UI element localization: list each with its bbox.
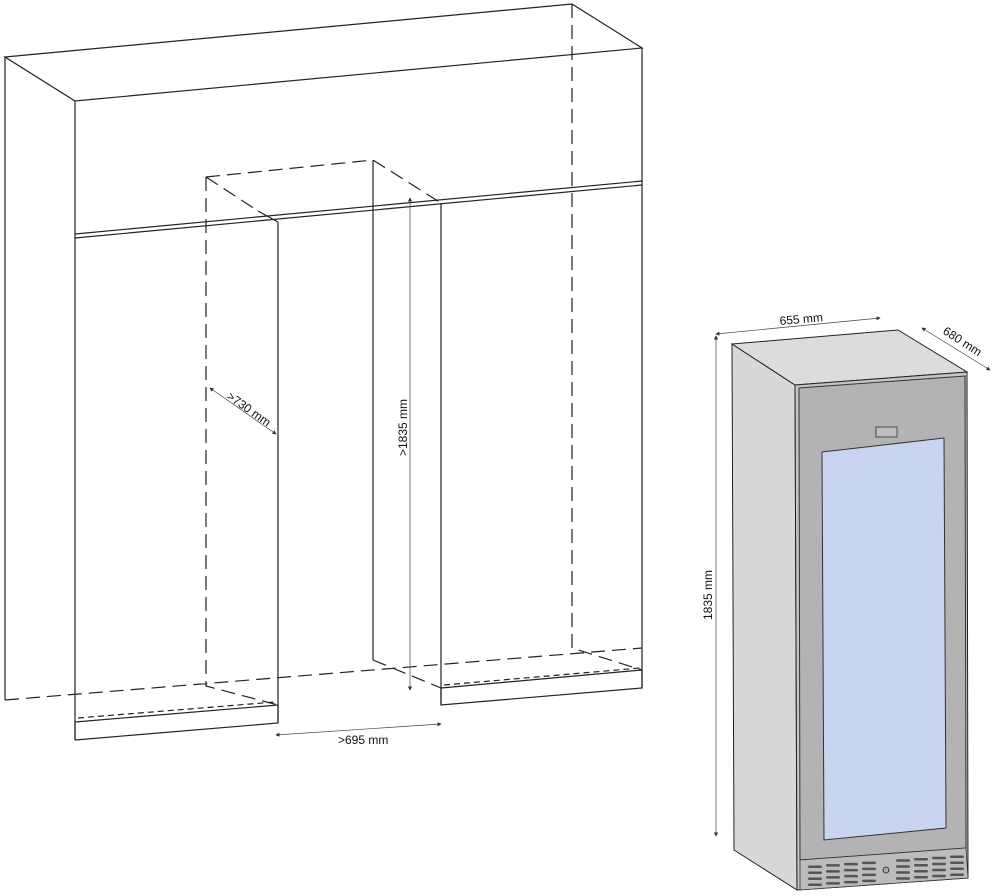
grille-slot — [950, 861, 964, 864]
grille-slot — [932, 856, 946, 860]
appliance-width-label: 655 mm — [779, 310, 823, 328]
grille-slot — [950, 867, 964, 870]
grille-slot — [932, 862, 946, 866]
grille-slots — [808, 855, 964, 886]
width-label: >695 mm — [338, 733, 388, 747]
grille-slot — [862, 879, 876, 883]
grille-slot — [862, 867, 876, 871]
grille-slot — [844, 868, 858, 872]
grille-slot — [896, 859, 910, 862]
plinth-line-right — [443, 667, 641, 686]
grille-slot — [826, 864, 840, 867]
grille-slot — [932, 874, 946, 878]
grille-slot — [826, 870, 840, 873]
grille-slot — [844, 880, 858, 884]
cabinet-rail — [74, 180, 643, 239]
built-in-cabinet — [3, 3, 644, 741]
grille-slot — [896, 871, 910, 874]
grille-slot — [826, 882, 840, 885]
appliance-height-label: 1835 mm — [701, 570, 715, 620]
grille-slot — [896, 865, 910, 868]
grille-slot — [808, 883, 822, 886]
grille-slot — [950, 873, 964, 876]
right-plinth — [440, 669, 643, 706]
lock-icon — [882, 866, 890, 874]
grille-slot — [844, 874, 858, 878]
appliance-depth-label: 680 mm — [940, 324, 984, 359]
door-glass — [821, 437, 947, 841]
cooler-side — [731, 343, 798, 891]
plinth-line — [77, 701, 276, 719]
niche-dimension-height: >1835 mm — [396, 197, 413, 691]
appliance-dimension-height: 1835 mm — [701, 335, 719, 837]
left-panel-top — [257, 210, 279, 223]
grille-slot — [826, 876, 840, 879]
grille-slot — [896, 877, 910, 880]
niche-dimension-depth: >730 mm — [209, 387, 277, 435]
grille-slot — [932, 868, 946, 872]
left-plinth — [74, 704, 279, 741]
grille-slot — [914, 870, 928, 873]
niche-dimension-width: >695 mm — [275, 722, 442, 747]
grille-slot — [844, 862, 858, 866]
cabinet-top — [3, 3, 644, 102]
depth-label: >730 mm — [224, 389, 273, 429]
grille-slot — [862, 861, 876, 865]
display-panel — [875, 426, 898, 438]
height-label: >1835 mm — [396, 399, 410, 456]
grille-slot — [808, 871, 822, 874]
grille-slot — [808, 865, 822, 868]
hidden-lines — [4, 4, 643, 706]
grille-slot — [808, 877, 822, 880]
grille-slot — [914, 876, 928, 879]
wine-cooler — [730, 329, 969, 891]
grille-slot — [914, 864, 928, 867]
grille-slot — [914, 858, 928, 861]
grille-slot — [950, 855, 964, 858]
appliance-dimension-width: 655 mm — [715, 310, 881, 336]
grille-slot — [862, 873, 876, 877]
